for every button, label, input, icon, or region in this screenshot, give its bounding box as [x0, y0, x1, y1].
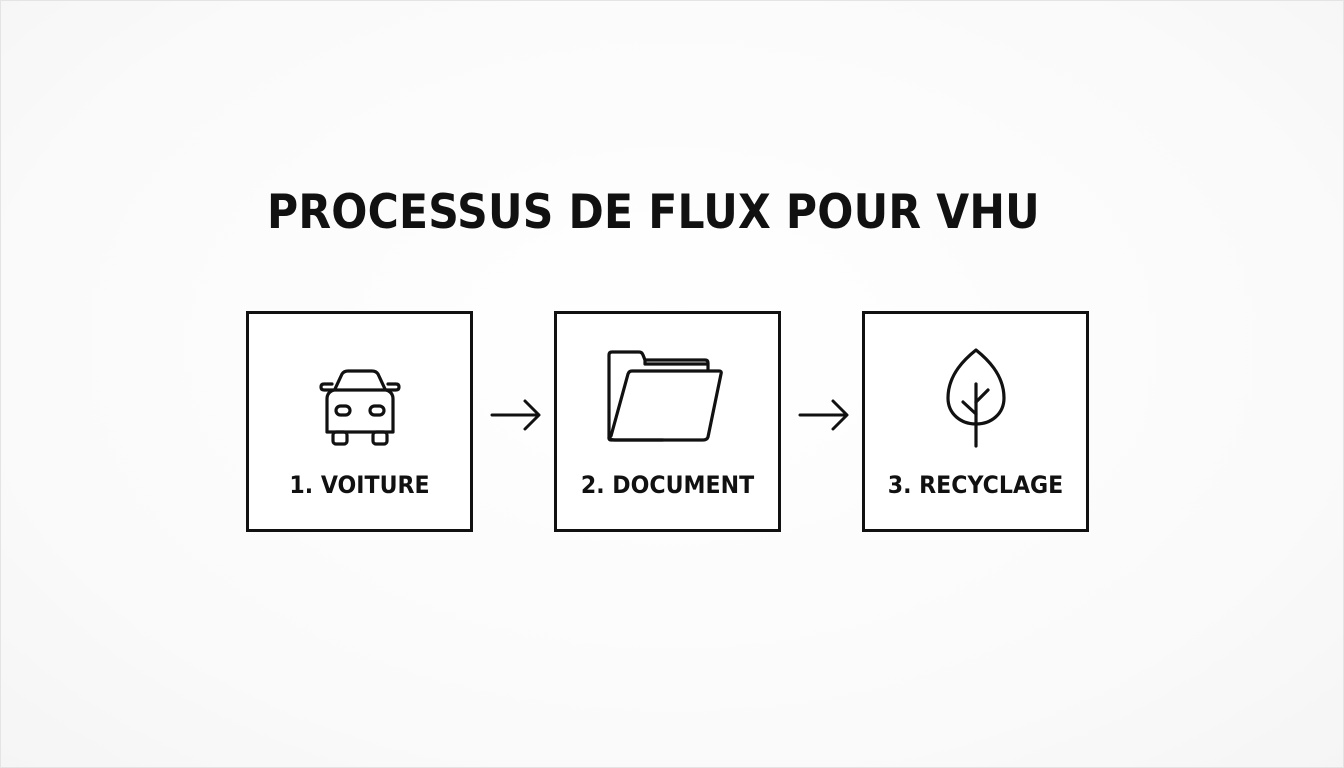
step-document: 2. DOCUMENT	[554, 311, 781, 532]
arrow-right-icon	[796, 397, 852, 433]
step-label: 2. DOCUMENT	[580, 471, 755, 499]
arrow-right-icon	[488, 397, 544, 433]
car-icon	[249, 346, 470, 456]
diagram-title: PROCESSUS DE FLUX POUR VHU	[267, 185, 1040, 240]
step-voiture: 1. VOITURE	[246, 311, 473, 532]
folder-icon	[557, 346, 778, 456]
leaf-icon	[865, 346, 1086, 456]
step-recyclage: 3. RECYCLAGE	[862, 311, 1089, 532]
step-label: 3. RECYCLAGE	[887, 471, 1064, 499]
step-label: 1. VOITURE	[289, 471, 430, 499]
